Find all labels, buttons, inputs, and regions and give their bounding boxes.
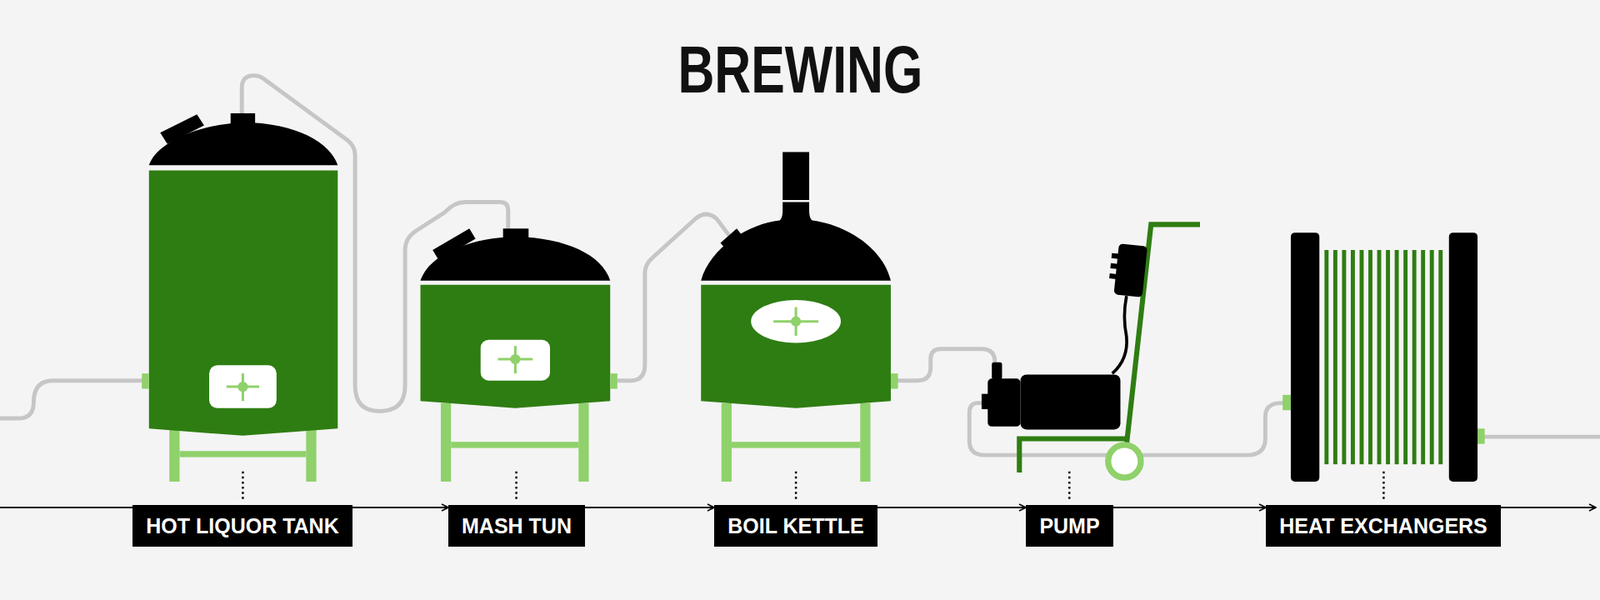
mash-tun-part (440, 403, 451, 482)
leader-line-part (1068, 471, 1070, 503)
label-box: BOIL KETTLE (714, 505, 878, 547)
leader-line-part (795, 471, 797, 503)
exchanger-fins (1324, 250, 1443, 465)
boil-kettle (700, 151, 898, 482)
mash-tun-part (610, 373, 618, 389)
boil-kettle-part (750, 300, 841, 343)
fin (1333, 250, 1338, 465)
leader-line-part (1382, 471, 1385, 503)
fin (1368, 250, 1373, 465)
label-box: PUMP (1025, 505, 1114, 547)
pipe-part (898, 349, 995, 381)
pump-part-part (1110, 263, 1118, 270)
fin (1438, 250, 1443, 465)
fin (1324, 250, 1329, 465)
mash-tun-part (420, 285, 610, 409)
pump-part (1020, 374, 1120, 430)
hot-liquor-tank-part (237, 381, 248, 392)
fin (1412, 250, 1417, 465)
mash-tun-part (450, 441, 579, 448)
mash-tun-part (503, 228, 530, 240)
mash-tun-part (510, 354, 520, 365)
hot-liquor-tank-part (160, 114, 205, 145)
hot-liquor-tank-part (169, 428, 180, 482)
timeline-arrow (1500, 506, 1596, 509)
mash-tun-part (578, 403, 589, 482)
heat-exchanger-part (1477, 428, 1485, 444)
flow-arrow (585, 506, 715, 509)
pump-part-part (1113, 243, 1147, 297)
pump (981, 224, 1200, 478)
fin (1395, 250, 1400, 465)
boil-kettle-part (790, 316, 801, 327)
hot-liquor-tank-part (209, 365, 277, 408)
fin (1360, 250, 1365, 465)
boil-kettle-part (890, 373, 899, 389)
equipment-label: HOT LIQUOR TANK (145, 515, 339, 537)
heat-exchanger-part (1290, 232, 1320, 482)
hot-liquor-tank-part (305, 428, 316, 482)
pump-part-part (1111, 253, 1120, 260)
flow-arrow (1113, 506, 1266, 509)
boil-kettle-part (782, 151, 810, 200)
mash-tun (420, 228, 617, 482)
boil-kettle-part (773, 307, 819, 336)
flow-arrow (877, 506, 1026, 509)
leader-line-part (241, 471, 244, 503)
pump-part (1112, 295, 1127, 374)
pump-part (987, 378, 1020, 427)
label-box: HOT LIQUOR TANK (132, 505, 353, 547)
mash-tun-part (432, 228, 475, 260)
fin (1403, 250, 1408, 465)
diagram-title: BREWING (677, 36, 923, 104)
equipment-label: BOIL KETTLE (727, 515, 864, 537)
equipment-label: PUMP (1039, 515, 1100, 537)
hot-liquor-tank (141, 113, 338, 482)
pump-part (1107, 242, 1148, 297)
boil-kettle-part (700, 201, 891, 280)
pipe-part (0, 380, 143, 419)
leader-line (242, 471, 1384, 503)
hot-liquor-tank-part (149, 170, 339, 435)
equipment-label: HEAT EXCHANGERS (1279, 515, 1488, 537)
hot-liquor-tank-part (226, 373, 260, 401)
hot-liquor-tank-part (230, 113, 255, 125)
mash-tun-part (480, 340, 550, 381)
fin (1341, 250, 1346, 465)
fin (1430, 250, 1435, 465)
mash-tun-part (498, 345, 534, 374)
heat-exchanger (1282, 232, 1485, 482)
boil-kettle-part (700, 285, 891, 409)
heat-exchanger-part (1282, 395, 1291, 410)
flow-arrow (352, 506, 449, 509)
fin (1377, 250, 1382, 465)
pipe-part (1485, 435, 1600, 440)
pump-part (1108, 445, 1141, 478)
hot-liquor-tank-part (141, 373, 150, 389)
heat-exchanger-part (1449, 232, 1478, 482)
timeline-line (0, 506, 133, 509)
pump-part-part (1109, 273, 1117, 280)
label-box: HEAT EXCHANGERS (1265, 505, 1501, 547)
fin (1420, 250, 1425, 465)
pump-part (991, 362, 1002, 380)
equipment-label: MASH TUN (461, 515, 572, 537)
boil-kettle-part (720, 228, 744, 251)
boil-kettle-part (721, 403, 732, 482)
boil-kettle-part (731, 441, 860, 448)
pump-part (981, 394, 990, 410)
boil-kettle-part (860, 403, 870, 482)
fin (1385, 250, 1390, 465)
label-box: MASH TUN (448, 505, 585, 547)
fin (1350, 250, 1355, 465)
hot-liquor-tank-part (180, 450, 307, 457)
leader-line-part (515, 471, 517, 503)
